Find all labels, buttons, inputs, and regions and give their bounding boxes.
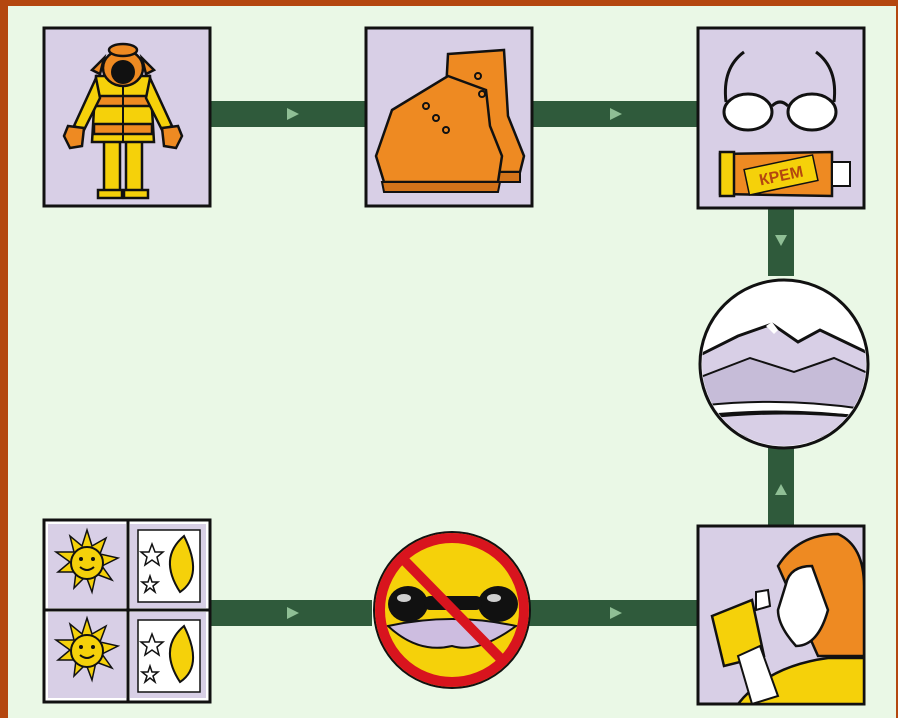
panel-hiking-boots xyxy=(364,26,534,208)
panel-winter-clothing xyxy=(42,26,212,208)
cream-tube-icon: КРЕМ xyxy=(718,150,851,198)
arrow-down-icon xyxy=(775,235,787,246)
child-drinking-icon xyxy=(710,532,866,706)
sunglasses-icon xyxy=(722,50,838,132)
sun-moon-icon xyxy=(44,520,210,702)
arrow-up-icon xyxy=(775,484,787,495)
arrow-right-icon xyxy=(610,607,622,619)
panel-mountains xyxy=(698,278,870,450)
flow-diagram: КРЕМ xyxy=(42,26,870,706)
arrow-right-icon xyxy=(287,607,299,619)
hiking-boots-icon xyxy=(374,48,526,193)
no-binoculars-icon xyxy=(375,533,529,687)
moon-icon xyxy=(138,624,195,685)
mountains-icon xyxy=(702,322,866,446)
sun-icon xyxy=(53,615,121,683)
arrows xyxy=(287,108,787,619)
sun-icon xyxy=(53,527,121,595)
arrow-right-icon xyxy=(610,108,622,120)
winter-jacket-icon xyxy=(62,42,184,200)
arrow-right-icon xyxy=(287,108,299,120)
moon-icon xyxy=(138,534,195,595)
panel-day-night xyxy=(42,518,212,704)
panel-glasses-and-cream: КРЕМ xyxy=(696,26,866,210)
panel-drinking-water xyxy=(696,524,866,706)
panel-no-binoculars xyxy=(373,531,531,689)
diagram-canvas: КРЕМ xyxy=(8,6,896,718)
